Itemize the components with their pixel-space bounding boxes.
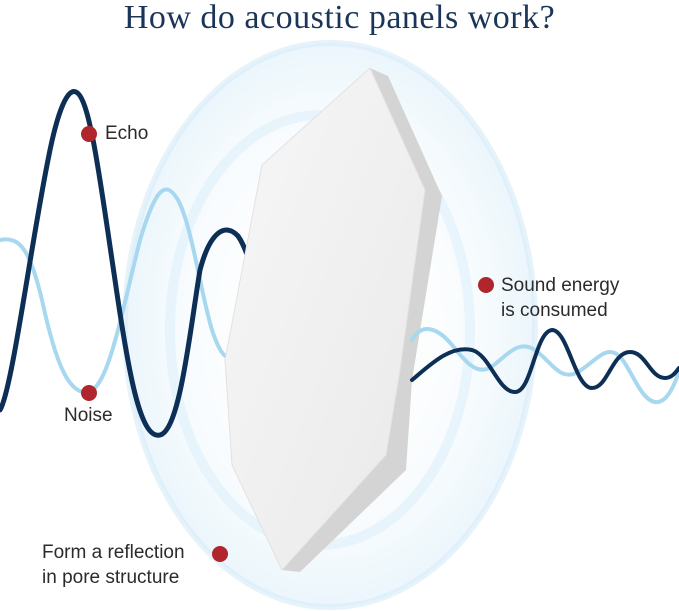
- echo-dot: [81, 126, 97, 142]
- sound-energy-label-line1: Sound energy: [501, 275, 620, 296]
- reflection-label-line1: Form a reflection: [42, 542, 185, 563]
- noise-dot: [81, 385, 97, 401]
- reflection-label-line2: in pore structure: [42, 567, 180, 588]
- echo-label: Echo: [105, 123, 149, 144]
- sound-energy-label-line2: is consumed: [501, 300, 608, 321]
- outer-glow-ring-edge: [122, 40, 538, 610]
- dark-wave-left: [0, 89, 281, 438]
- page-title: How do acoustic panels work?: [123, 0, 556, 36]
- reflection-dot: [212, 546, 228, 562]
- noise-label: Noise: [64, 405, 113, 426]
- dark-wave-right: [410, 327, 679, 395]
- sound-energy-dot: [478, 277, 494, 293]
- acoustic-panel: [224, 67, 426, 571]
